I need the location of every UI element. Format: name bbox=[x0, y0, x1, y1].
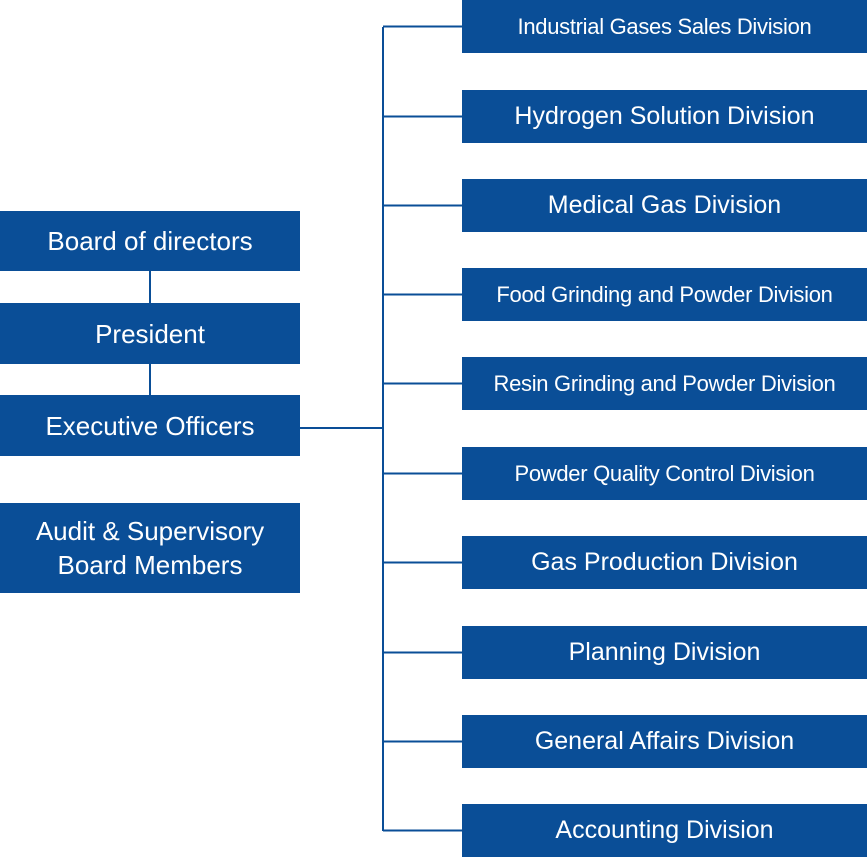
division-box-medical-gas: Medical Gas Division bbox=[462, 179, 867, 232]
audit-label-line1: Audit & Supervisory bbox=[35, 516, 265, 546]
division-box-powder-quality-control: Powder Quality Control Division bbox=[462, 447, 867, 500]
division-label: Powder Quality Control Division bbox=[514, 460, 815, 486]
division-box-planning: Planning Division bbox=[462, 626, 867, 679]
division-label: Gas Production Division bbox=[531, 548, 798, 576]
board-of-directors-box: Board of directors bbox=[0, 211, 300, 271]
division-branch-lines bbox=[383, 25, 462, 832]
president-label: President bbox=[95, 318, 205, 349]
division-label: General Affairs Division bbox=[534, 727, 795, 755]
division-label: Food Grinding and Powder Division bbox=[496, 281, 833, 307]
president-box: President bbox=[0, 303, 300, 364]
executive-officers-box: Executive Officers bbox=[0, 395, 300, 456]
division-box-gas-production: Gas Production Division bbox=[462, 536, 867, 589]
board-of-directors-label: Board of directors bbox=[47, 226, 253, 256]
division-box-food-grinding-powder: Food Grinding and Powder Division bbox=[462, 268, 867, 321]
division-box-accounting: Accounting Division bbox=[462, 804, 867, 857]
division-label: Resin Grinding and Powder Division bbox=[493, 370, 836, 396]
division-label: Accounting Division bbox=[555, 816, 774, 844]
division-label: Hydrogen Solution Division bbox=[514, 102, 815, 130]
audit-supervisory-box: Audit & Supervisory Board Members bbox=[0, 503, 300, 593]
division-box-industrial-gases-sales: Industrial Gases Sales Division bbox=[462, 0, 867, 53]
division-box-general-affairs: General Affairs Division bbox=[462, 715, 867, 768]
division-box-resin-grinding-powder: Resin Grinding and Powder Division bbox=[462, 357, 867, 410]
division-label: Industrial Gases Sales Division bbox=[517, 13, 812, 39]
division-box-hydrogen-solution: Hydrogen Solution Division bbox=[462, 90, 867, 143]
executive-officers-label: Executive Officers bbox=[45, 410, 255, 441]
division-label: Planning Division bbox=[568, 638, 761, 666]
audit-label-line2: Board Members bbox=[57, 550, 243, 580]
division-label: Medical Gas Division bbox=[547, 191, 782, 219]
